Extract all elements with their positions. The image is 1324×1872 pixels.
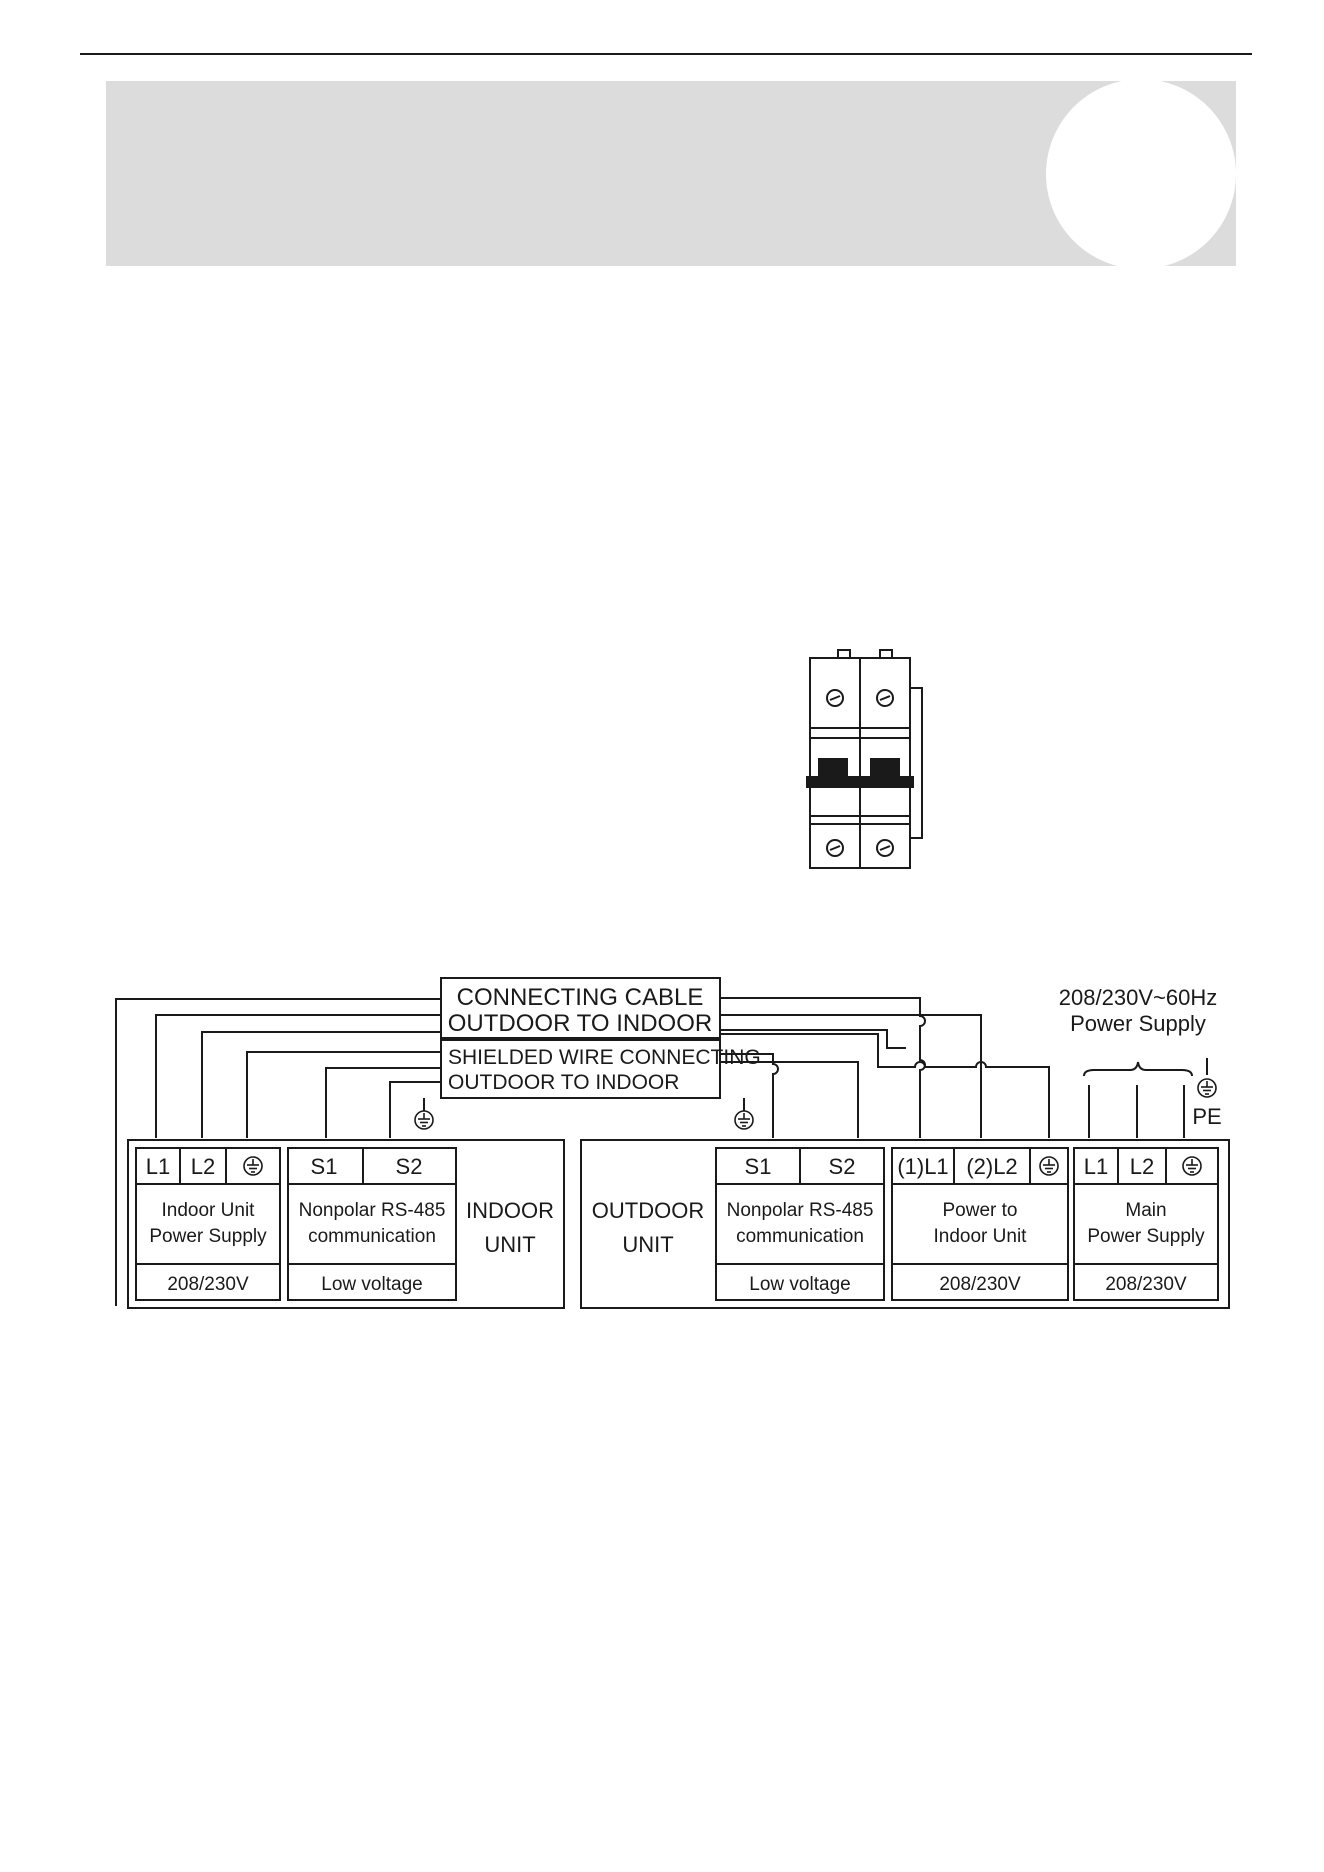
outdoor-unit-label1: OUTDOOR (592, 1198, 704, 1223)
outdoor-indoorpower-voltage: 208/230V (939, 1274, 1021, 1295)
outdoor-terminal-2l2: (2)L2 (966, 1154, 1017, 1179)
ground-icon (1039, 1156, 1059, 1176)
outdoor-terminal-1l1: (1)L1 (897, 1154, 948, 1179)
indoor-terminal-s2: S2 (396, 1154, 423, 1179)
indoor-power-desc1: Indoor Unit (162, 1200, 256, 1221)
section-banner (106, 81, 1236, 266)
indoor-power-desc2: Power Supply (149, 1226, 267, 1247)
connecting-cable-line1: CONNECTING CABLE (457, 984, 704, 1011)
ground-icon (414, 1110, 434, 1130)
supply-label: Power Supply (1070, 1011, 1206, 1036)
outdoor-indoorpower-desc2: Indoor Unit (934, 1226, 1028, 1247)
outdoor-comm-desc1: Nonpolar RS-485 (727, 1200, 874, 1221)
main-desc1: Main (1125, 1200, 1166, 1221)
circuit-breaker-illustration (806, 649, 923, 869)
indoor-terminal-l2: L2 (191, 1154, 215, 1179)
indoor-comm-desc1: Nonpolar RS-485 (299, 1200, 446, 1221)
indoor-comm-voltage: Low voltage (321, 1274, 422, 1295)
outdoor-comm-voltage: Low voltage (749, 1274, 850, 1295)
connecting-cable-line2: OUTDOOR TO INDOOR (448, 1010, 712, 1037)
wires (115, 997, 1208, 1306)
supply-voltage: 208/230V~60Hz (1059, 985, 1217, 1010)
indoor-unit-label2: UNIT (484, 1232, 535, 1257)
indoor-terminal-s1: S1 (311, 1154, 338, 1179)
main-desc2: Power Supply (1087, 1226, 1205, 1247)
shielded-wire-line2: OUTDOOR TO INDOOR (448, 1071, 679, 1094)
ground-icon (1197, 1078, 1217, 1098)
header-rule (80, 53, 1252, 55)
indoor-power-voltage: 208/230V (167, 1274, 249, 1295)
indoor-unit-label1: INDOOR (466, 1198, 554, 1223)
indoor-terminal-l1: L1 (146, 1154, 170, 1179)
outdoor-terminal-s1: S1 (745, 1154, 772, 1179)
ground-icon (734, 1110, 754, 1130)
pe-label: PE (1192, 1104, 1221, 1129)
banner-circle (1046, 81, 1236, 266)
outdoor-indoorpower-desc1: Power to (943, 1200, 1018, 1221)
outdoor-terminal-s2: S2 (829, 1154, 856, 1179)
indoor-unit (127, 1139, 565, 1309)
outdoor-unit-label2: UNIT (622, 1232, 673, 1257)
shielded-wire-line1: SHIELDED WIRE CONNECTING (448, 1046, 761, 1069)
main-terminal-l1: L1 (1084, 1154, 1108, 1179)
indoor-comm-desc2: communication (308, 1226, 436, 1247)
outdoor-unit (580, 1139, 1230, 1309)
outdoor-comm-desc2: communication (736, 1226, 864, 1247)
main-voltage: 208/230V (1105, 1274, 1187, 1295)
shielded-wire-box (440, 1039, 721, 1099)
ground-icon (1182, 1156, 1202, 1176)
ground-icon (243, 1156, 263, 1176)
wiring-diagram: CONNECTING CABLE OUTDOOR TO INDOOR SHIEL… (115, 977, 1230, 1309)
connecting-cable-box (440, 977, 721, 1039)
main-terminal-l2: L2 (1130, 1154, 1154, 1179)
